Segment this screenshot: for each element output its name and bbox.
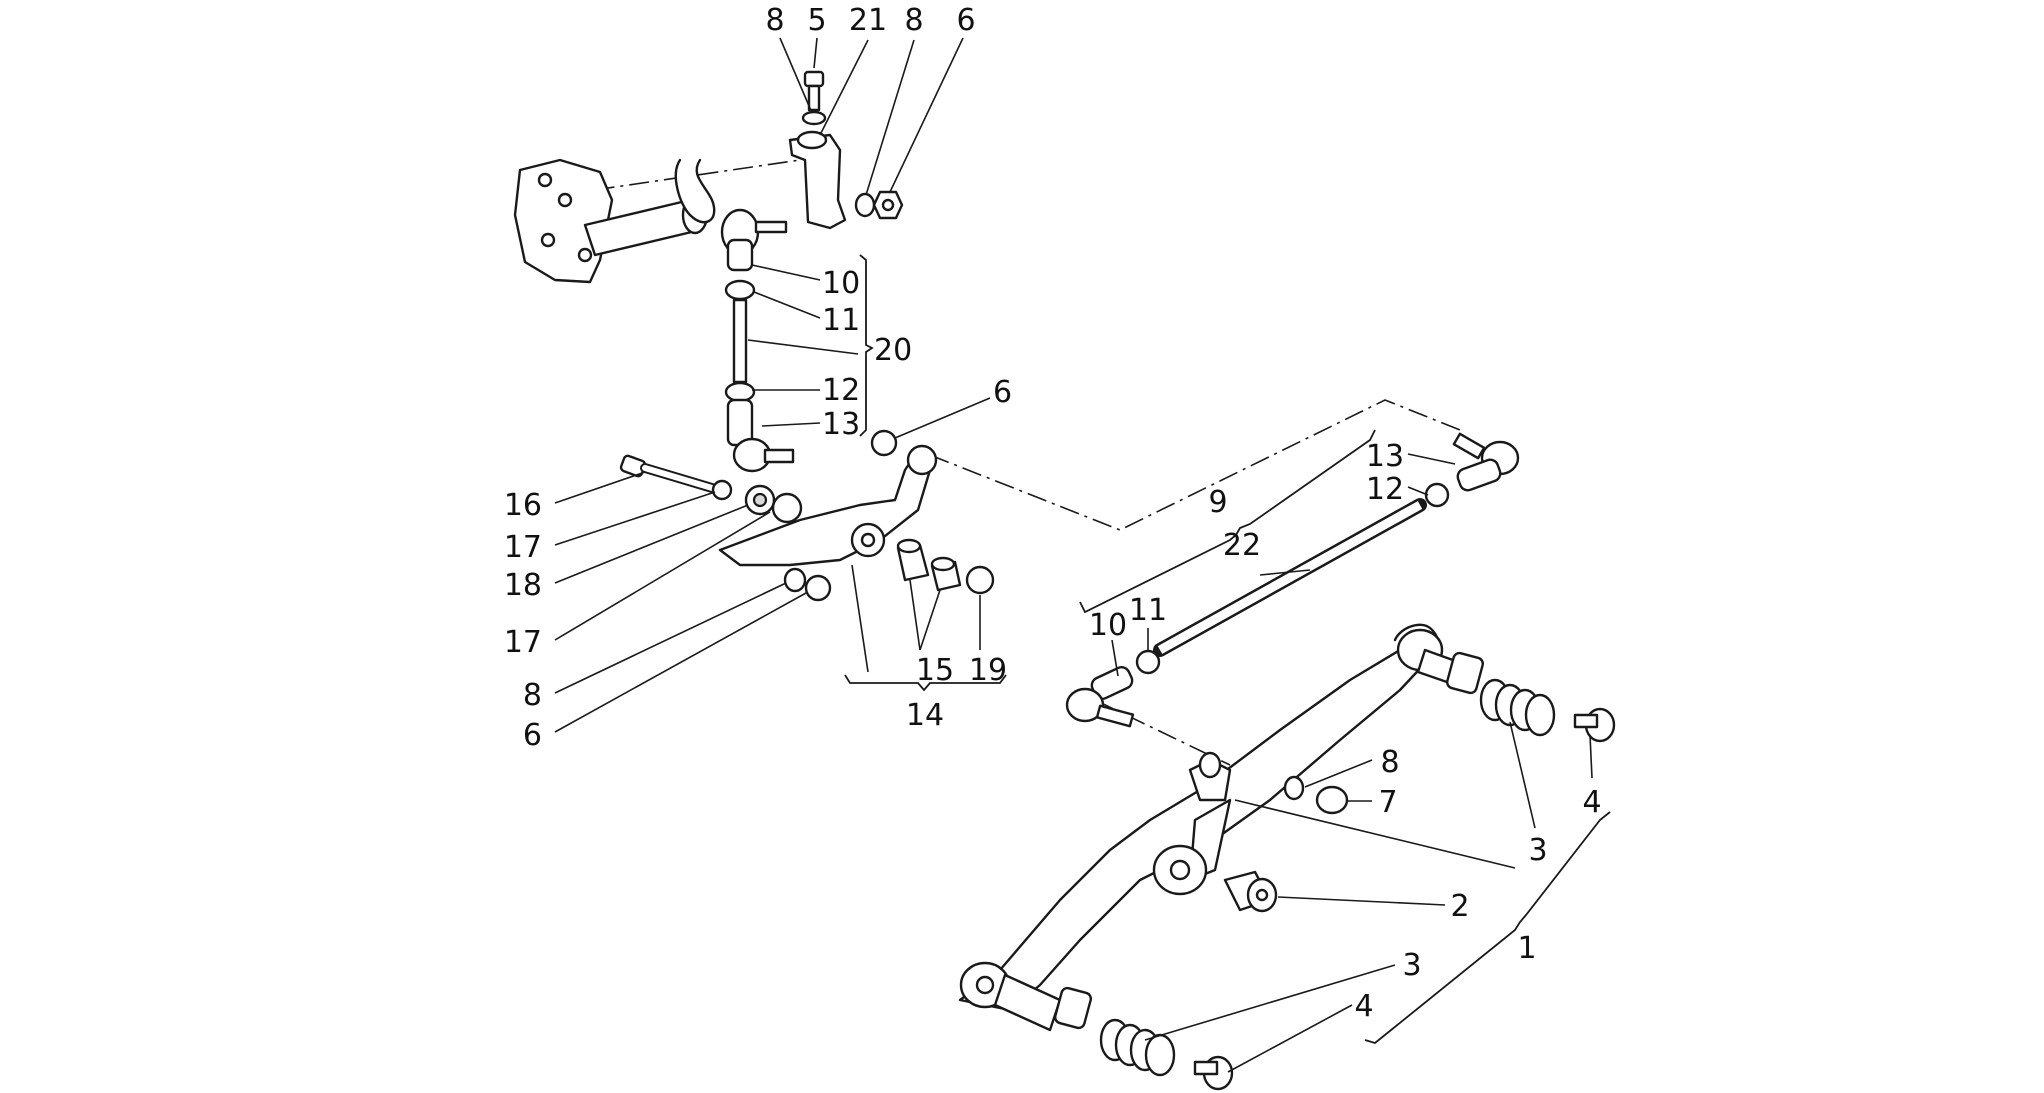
threaded-rod-short — [732, 298, 748, 384]
bushing-2 — [1223, 870, 1278, 913]
locknut-12-right — [1424, 482, 1450, 508]
callout-9: 9 — [1208, 485, 1227, 520]
peg-stud-lower — [993, 973, 1092, 1032]
bushing-15-b — [930, 556, 962, 592]
callout-17-b: 17 — [504, 625, 542, 660]
gear-pedal-1 — [958, 623, 1444, 1012]
callout-8-top-right: 8 — [904, 3, 923, 38]
callout-13-right: 13 — [1366, 439, 1404, 474]
intermediate-lever — [718, 444, 938, 567]
callout-22: 22 — [1223, 528, 1261, 563]
nut-7 — [1315, 785, 1349, 815]
callout-8-lower: 8 — [1380, 745, 1399, 780]
cap-4-upper — [1573, 707, 1616, 743]
brackets — [844, 254, 1611, 1044]
washer-8-right — [854, 192, 876, 218]
ball-joint-top — [720, 208, 788, 272]
washer-8-top — [801, 110, 827, 126]
ball-joint-13-right — [1452, 432, 1520, 492]
rubber-3-upper — [1479, 678, 1556, 737]
callout-2: 2 — [1450, 889, 1469, 924]
spacer — [771, 492, 803, 524]
callout-20: 20 — [874, 333, 912, 368]
callout-18: 18 — [504, 568, 542, 603]
callout-16: 16 — [504, 488, 542, 523]
callout-13-left: 13 — [822, 407, 860, 442]
leader-lines — [554, 37, 1593, 1073]
nut-6-mid — [870, 429, 898, 457]
bracket-1 — [1364, 811, 1611, 1044]
callout-3-upper: 3 — [1528, 833, 1547, 868]
callout-labels: 8 5 21 8 6 10 11 20 12 13 6 16 17 18 17 … — [504, 3, 1602, 1024]
callout-17-a: 17 — [504, 530, 542, 565]
bolt-16 — [619, 454, 717, 493]
ball-joint-10-right — [1065, 666, 1135, 728]
nut-6-top — [872, 190, 904, 220]
ball-joint-13-lower — [726, 398, 795, 473]
callout-8-top-left: 8 — [765, 3, 784, 38]
callout-4-lower: 4 — [1354, 989, 1373, 1024]
peg-stud-upper — [1416, 648, 1484, 695]
washer-8-lower — [1283, 775, 1305, 801]
callout-1: 1 — [1517, 931, 1536, 966]
bracket-14 — [844, 674, 1007, 692]
callout-6-mid: 6 — [993, 375, 1012, 410]
callout-11-left: 11 — [822, 303, 860, 338]
threaded-rod-long-22 — [1153, 498, 1427, 657]
cap-4-lower — [1193, 1055, 1234, 1091]
callout-8-mid: 8 — [523, 678, 542, 713]
washer-17-a — [711, 479, 733, 501]
callout-11-right: 11 — [1129, 593, 1167, 628]
callout-12-right: 12 — [1366, 472, 1404, 507]
callout-6-lower: 6 — [523, 718, 542, 753]
bracket-20 — [859, 254, 874, 437]
callout-14: 14 — [906, 698, 944, 733]
callout-10-left: 10 — [822, 266, 860, 301]
callout-6-top: 6 — [956, 3, 975, 38]
callout-3-lower: 3 — [1402, 948, 1421, 983]
bushing-18 — [744, 484, 776, 516]
callout-4-upper: 4 — [1582, 785, 1601, 820]
hairpin-clip — [674, 158, 716, 224]
callout-7: 7 — [1378, 785, 1397, 820]
locknut-11-top — [724, 279, 756, 301]
callout-21: 21 — [849, 3, 887, 38]
callout-5: 5 — [807, 3, 826, 38]
nut-6-lower — [804, 574, 832, 602]
bushing-15-a — [896, 538, 930, 582]
rubber-3-lower — [1099, 1018, 1176, 1077]
callout-10-right: 10 — [1089, 608, 1127, 643]
bolt-5 — [803, 70, 825, 112]
assembly-lines — [559, 159, 1461, 766]
callout-12-left: 12 — [822, 373, 860, 408]
selector-lever-21 — [788, 130, 847, 230]
callout-19: 19 — [969, 653, 1007, 688]
callout-15: 15 — [916, 653, 954, 688]
bracket-9 — [1079, 429, 1376, 614]
locknut-12-top — [724, 381, 756, 403]
washer-8-mid — [783, 567, 807, 593]
washer-19 — [965, 565, 995, 595]
locknut-11-right — [1135, 649, 1161, 675]
